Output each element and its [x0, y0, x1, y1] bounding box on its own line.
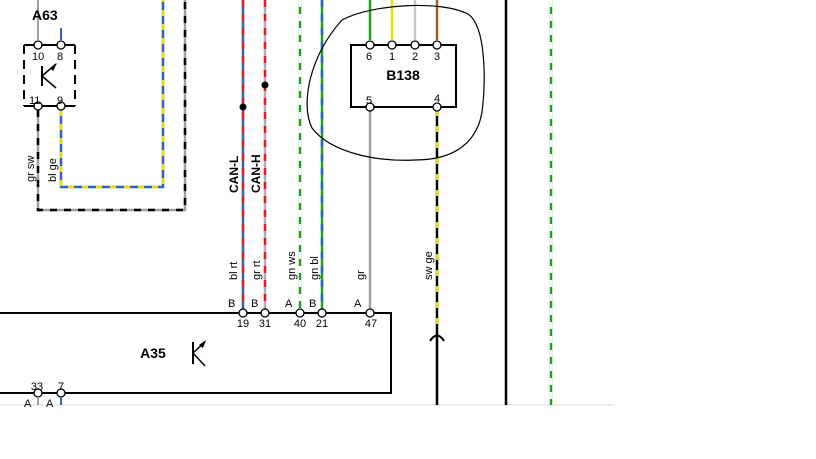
a35-pin-21: 21 — [316, 318, 328, 330]
wire-label-31: gr rt — [251, 260, 263, 280]
a35-group-7: A — [46, 398, 54, 410]
b138-wiring — [368, 0, 445, 405]
a35-group-21: B — [309, 298, 316, 310]
a35-pin-47: 47 — [365, 318, 377, 330]
wire-label-bl-ge: bl ge — [47, 158, 59, 182]
annotation-circle — [306, 4, 485, 161]
wire-label-19: bl rt — [228, 262, 240, 280]
a35-component — [0, 308, 392, 405]
a35-group-33: A — [24, 398, 32, 410]
wire-label-47: gr — [355, 270, 367, 280]
b138-pin-5: 5 — [366, 95, 372, 107]
a63-pin-9: 9 — [57, 95, 63, 107]
a63-wiring — [36, 0, 187, 212]
a63-pin-10: 10 — [32, 51, 44, 63]
wire-label-gr-sw: gr sw — [25, 156, 37, 182]
a35-group-19: B — [228, 298, 235, 310]
a35-pin-19: 19 — [237, 318, 249, 330]
a35-group-31: B — [251, 298, 258, 310]
a35-label: A35 — [140, 345, 166, 361]
can-l-label: CAN-L — [227, 156, 241, 193]
a35-pin-40: 40 — [294, 318, 306, 330]
b138-pin-4: 4 — [434, 93, 440, 105]
a35-group-47: A — [354, 298, 362, 310]
b138-component — [350, 40, 457, 112]
a35-group-40: A — [285, 298, 293, 310]
b138-label: B138 — [386, 67, 420, 83]
a63-label: A63 — [32, 7, 58, 23]
green-wires — [298, 0, 324, 312]
b138-pin-1: 1 — [389, 51, 395, 63]
a35-pin-33: 33 — [31, 381, 43, 393]
wire-label-4: sw ge — [423, 251, 435, 280]
wire-label-21: gn bl — [309, 256, 321, 280]
can-h-label: CAN-H — [249, 154, 263, 193]
b138-pin-3: 3 — [434, 51, 440, 63]
b138-pin-6: 6 — [366, 51, 372, 63]
a63-pin-8: 8 — [57, 51, 63, 63]
wire-label-40: gn ws — [286, 251, 298, 280]
a35-pin-7: 7 — [58, 381, 64, 393]
b138-pin-2: 2 — [412, 51, 418, 63]
can-bus-wires — [239, 0, 269, 312]
a63-pin-11: 11 — [29, 95, 40, 107]
a35-pin-31: 31 — [259, 318, 271, 330]
a63-connector — [23, 40, 76, 111]
